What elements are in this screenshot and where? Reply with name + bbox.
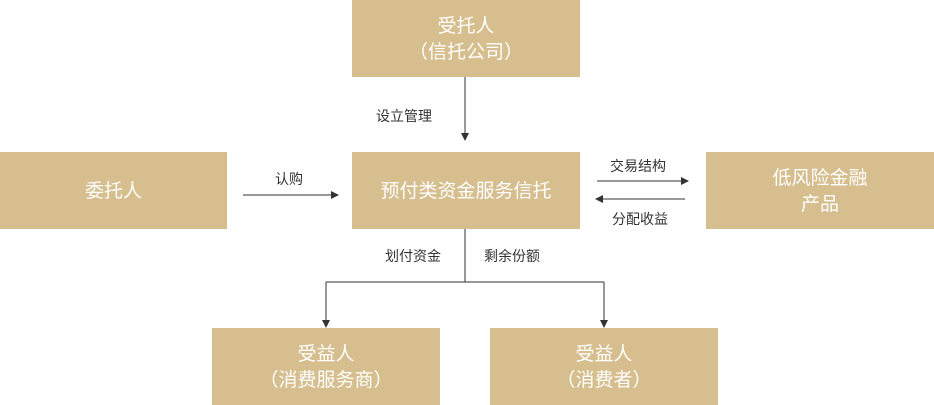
trust-label: 预付类资金服务信托	[380, 179, 552, 202]
trustee-node: 受托人 （信托公司）	[352, 0, 580, 77]
edge-label-remaining-share: 剩余份额	[484, 249, 540, 265]
beneficiary-consumer-sublabel: （消费者）	[556, 368, 652, 391]
product-label: 低风险金融	[772, 166, 868, 189]
edge-label-setup-manage: 设立管理	[376, 109, 432, 125]
edge-label-distribute-income: 分配收益	[612, 212, 668, 228]
trust-node: 预付类资金服务信托	[352, 152, 580, 229]
trustee-sublabel: （信托公司）	[408, 40, 523, 63]
edge-label-transfer-funds: 划付资金	[385, 249, 441, 265]
product-node: 低风险金融 产品	[706, 152, 934, 229]
trustee-label: 受托人	[437, 14, 495, 37]
beneficiary-merchant-node: 受益人 （消费服务商）	[212, 328, 440, 405]
beneficiary-merchant-sublabel: （消费服务商）	[259, 368, 393, 391]
product-sublabel: 产品	[800, 192, 839, 215]
edge-label-subscribe: 认购	[275, 172, 303, 188]
settlor-label: 委托人	[84, 179, 142, 202]
settlor-node: 委托人	[0, 152, 227, 229]
beneficiary-consumer-label: 受益人	[575, 342, 633, 365]
beneficiary-consumer-node: 受益人 （消费者）	[490, 328, 718, 405]
edge-label-trade-structure: 交易结构	[610, 159, 666, 175]
beneficiary-merchant-label: 受益人	[297, 342, 355, 365]
